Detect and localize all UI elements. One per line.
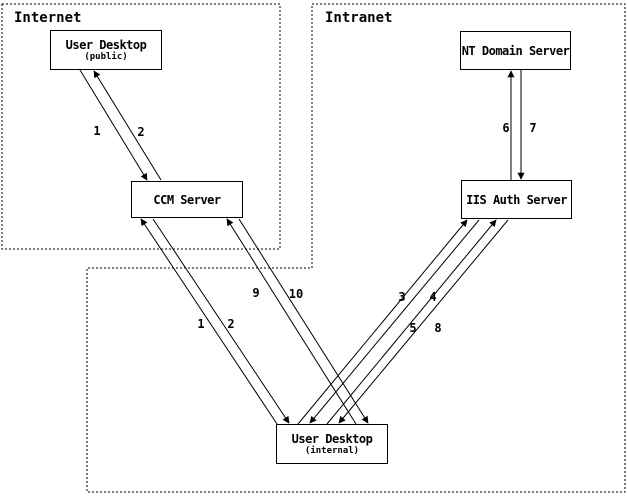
node-user-desktop-public: User Desktop (public): [50, 30, 162, 70]
step-label-10: 10: [288, 287, 304, 301]
arrow-step1-public-to-ccm: [79, 69, 148, 181]
node-title: IIS Auth Server: [466, 192, 567, 207]
node-title: User Desktop: [291, 432, 373, 446]
internet-region-label: Internet: [14, 10, 82, 26]
step-label-6: 6: [502, 121, 510, 135]
arrow-step3-internal-to-iis: [297, 219, 468, 425]
step-label-1-public: 1: [93, 124, 101, 138]
arrow-step5-internal-to-iis: [326, 219, 497, 425]
node-user-desktop-internal: User Desktop (internal): [276, 424, 388, 464]
arrow-step2-ccm-to-internal: [152, 218, 290, 424]
step-label-5: 5: [409, 321, 417, 335]
step-label-7: 7: [529, 121, 537, 135]
node-ccm-server: CCM Server: [131, 181, 243, 218]
arrow-step10-ccm-to-internal: [238, 218, 369, 424]
node-subtitle: (internal): [304, 446, 360, 456]
step-label-9: 9: [252, 286, 260, 300]
arrow-step4-iis-to-internal: [309, 219, 480, 424]
node-title: User Desktop: [65, 38, 147, 52]
intranet-region-label: Intranet: [325, 10, 393, 26]
node-iis-auth-server: IIS Auth Server: [461, 180, 572, 219]
intranet-region-outline: [86, 3, 626, 493]
step-label-4: 4: [429, 290, 437, 304]
node-title: NT Domain Server: [461, 43, 570, 58]
arrow-step2-ccm-to-public: [93, 70, 162, 181]
internet-region-outline: [1, 3, 281, 250]
node-title: CCM Server: [153, 192, 221, 207]
step-label-8: 8: [434, 321, 442, 335]
arrow-step8-iis-to-internal: [338, 219, 509, 424]
step-label-2-internal: 2: [227, 317, 235, 331]
step-label-1-internal: 1: [197, 317, 205, 331]
arrow-step1-internal-to-ccm: [140, 218, 278, 425]
step-label-2-public: 2: [137, 125, 145, 139]
step-label-3: 3: [398, 290, 406, 304]
arrow-step9-internal-to-ccm: [226, 218, 357, 425]
node-nt-domain-server: NT Domain Server: [460, 31, 571, 70]
node-subtitle: (public): [84, 52, 128, 62]
